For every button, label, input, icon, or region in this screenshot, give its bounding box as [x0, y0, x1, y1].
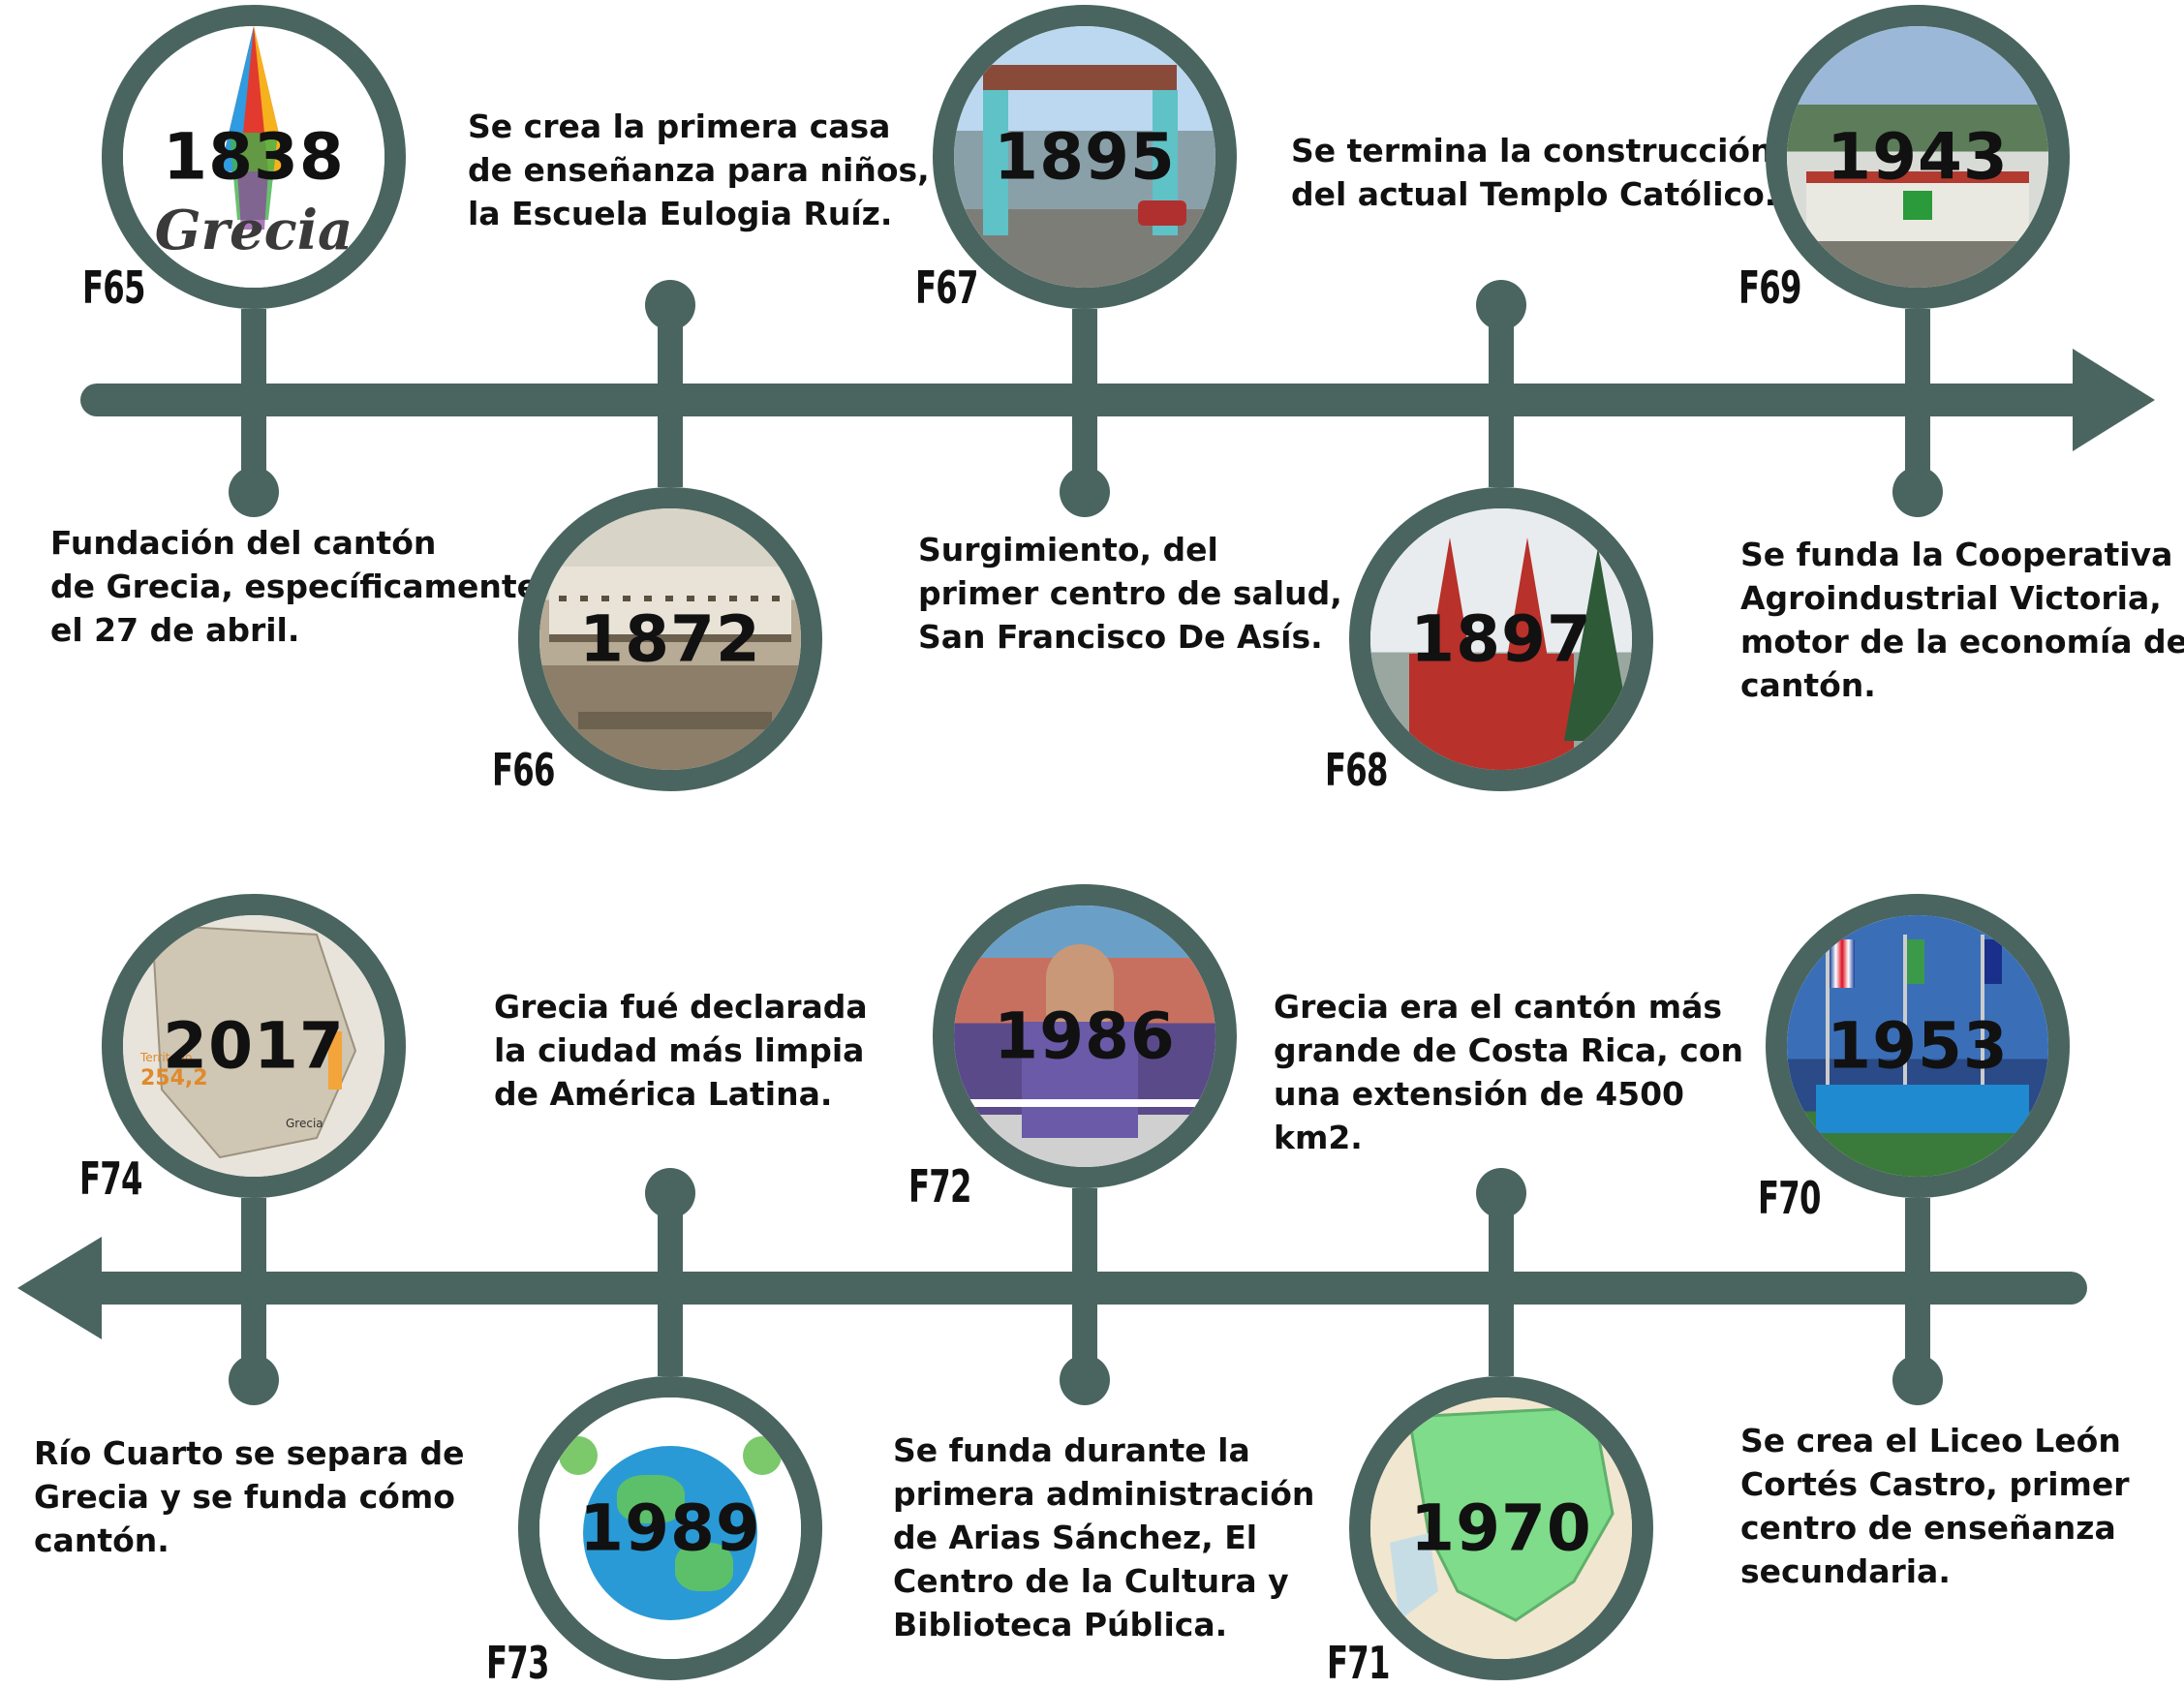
milestone-description: Fundación del cantón de Grecia, específic… [50, 521, 538, 652]
map-label-grecia: Grecia [286, 1117, 323, 1130]
milestone-code: F72 [908, 1160, 971, 1213]
description-line: Río Cuarto se separa de [34, 1434, 465, 1472]
milestone-description: Se funda durante la primera administració… [893, 1428, 1314, 1646]
description-line: de Grecia, específicamente [50, 568, 539, 605]
milestone-dot-f67 [1060, 467, 1110, 517]
description-line: Grecia y se funda cómo [34, 1478, 455, 1516]
milestone-code: F69 [1738, 261, 1801, 314]
milestone-dot-f73 [645, 1168, 695, 1218]
milestone-description: Se termina la construcción del actual Tem… [1291, 129, 1776, 216]
description-line: km2. [1274, 1119, 1363, 1156]
description-line: Se crea la primera casa [468, 107, 891, 145]
milestone-dot-f71 [1476, 1168, 1526, 1218]
milestone-year: 1943 [1827, 119, 2009, 195]
milestone-description: Grecia fué declarada la ciudad más limpia… [494, 985, 868, 1116]
bottom-arrow-head [17, 1237, 102, 1339]
milestone-dot-f66 [645, 280, 695, 330]
milestone-circle-f69: 1943 [1766, 5, 2070, 309]
top-arrow-head [2073, 349, 2155, 451]
milestone-year: 1895 [994, 119, 1176, 195]
map-label-territorio: Territorio [140, 1051, 193, 1064]
milestone-dot-f70 [1892, 1355, 1943, 1405]
milestone-year: 1986 [994, 998, 1176, 1074]
milestone-year: 1953 [1827, 1008, 2009, 1084]
description-line: Se funda durante la [893, 1431, 1250, 1469]
milestone-year: 1989 [579, 1490, 761, 1566]
milestone-dot-f68 [1476, 280, 1526, 330]
description-line: cantón. [1740, 666, 1876, 704]
description-line: Cortés Castro, primer [1740, 1465, 2130, 1503]
milestone-dot-f72 [1060, 1355, 1110, 1405]
description-line: primer centro de salud, [918, 574, 1342, 612]
description-line: Grecia fué declarada [494, 988, 868, 1026]
description-line: Se termina la construcción [1291, 132, 1773, 169]
milestone-circle-f70: 1953 [1766, 894, 2070, 1198]
description-line: primera administración [893, 1475, 1315, 1513]
milestone-dot-f69 [1892, 467, 1943, 517]
grecia-logo-text: Grecia [154, 199, 354, 262]
milestone-year: 1897 [1410, 601, 1592, 677]
description-line: Centro de la Cultura y [893, 1562, 1289, 1600]
description-line: Biblioteca Pública. [893, 1606, 1228, 1643]
milestone-dot-f74 [229, 1355, 279, 1405]
milestone-code: F68 [1325, 744, 1388, 796]
milestone-code: F70 [1758, 1172, 1821, 1224]
milestone-year: 2017 [163, 1008, 345, 1084]
milestone-dot-f65 [229, 467, 279, 517]
milestone-code: F74 [79, 1152, 142, 1205]
milestone-circle-f74: Territorio 254,2 Grecia 2017 [102, 894, 406, 1198]
milestone-circle-f67: 1895 [933, 5, 1237, 309]
description-line: de América Latina. [494, 1075, 833, 1113]
description-line: Fundación del cantón [50, 524, 437, 562]
milestone-code: F66 [492, 744, 555, 796]
description-line: Se crea el Liceo León [1740, 1422, 2121, 1459]
milestone-circle-f72: 1986 [933, 884, 1237, 1188]
description-line: una extensión de 4500 [1274, 1075, 1685, 1113]
map-label-area: 254,2 [140, 1066, 208, 1090]
milestone-code: F71 [1327, 1637, 1390, 1689]
milestone-description: Grecia era el cantón más grande de Costa … [1274, 985, 1743, 1159]
description-line: Surgimiento, del [918, 531, 1218, 568]
description-line: motor de la economía del [1740, 623, 2184, 660]
milestone-code: F67 [915, 261, 978, 314]
milestone-year: 1970 [1410, 1490, 1592, 1566]
description-line: de enseñanza para niños, [468, 151, 930, 189]
description-line: del actual Templo Católico. [1291, 175, 1777, 213]
description-line: la Escuela Eulogia Ruíz. [468, 195, 893, 232]
description-line: Se funda la Cooperativa [1740, 536, 2173, 573]
milestone-year: 1838 [163, 119, 345, 195]
milestone-code: F73 [486, 1637, 549, 1689]
milestone-code: F65 [82, 261, 145, 314]
milestone-year: 1872 [579, 601, 761, 677]
description-line: Grecia era el cantón más [1274, 988, 1723, 1026]
description-line: la ciudad más limpia [494, 1031, 865, 1069]
milestone-circle-f73: 1989 [518, 1376, 822, 1680]
milestone-circle-f66: 1872 [518, 487, 822, 791]
description-line: Agroindustrial Victoria, [1740, 579, 2162, 617]
description-line: el 27 de abril. [50, 611, 300, 649]
description-line: de Arias Sánchez, El [893, 1519, 1258, 1556]
description-line: secundaria. [1740, 1552, 1951, 1590]
description-line: centro de enseñanza [1740, 1509, 2116, 1547]
description-line: San Francisco De Asís. [918, 618, 1323, 656]
milestone-description: Se crea la primera casa de enseñanza para… [468, 105, 930, 235]
milestone-circle-f71: 1970 [1349, 1376, 1653, 1680]
description-line: cantón. [34, 1521, 169, 1559]
milestone-description: Río Cuarto se separa de Grecia y se funda… [34, 1431, 465, 1562]
description-line: grande de Costa Rica, con [1274, 1031, 1744, 1069]
milestone-circle-f68: 1897 [1349, 487, 1653, 791]
milestone-description: Surgimiento, del primer centro de salud, S… [918, 528, 1342, 659]
